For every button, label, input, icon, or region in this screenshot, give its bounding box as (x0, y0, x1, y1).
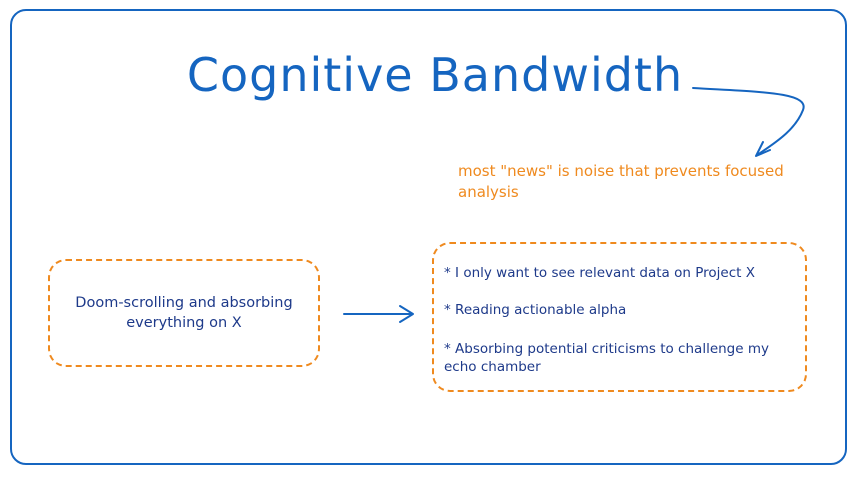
after-box: * I only want to see relevant data on Pr… (432, 242, 807, 392)
diagram-title-text: Cognitive Bandwidth (186, 48, 684, 102)
before-box: Doom-scrolling and absorbing everything … (48, 259, 320, 367)
diagram-title: Cognitive Bandwidth (0, 48, 860, 102)
after-item: * Absorbing potential criticisms to chal… (444, 341, 769, 375)
after-item: * I only want to see relevant data on Pr… (444, 265, 755, 281)
after-item: * Reading actionable alpha (444, 302, 627, 318)
before-text: Doom-scrolling and absorbing everything … (75, 295, 293, 331)
outer-frame (10, 9, 847, 465)
annotation-note: most "news" is noise that prevents focus… (458, 162, 784, 201)
